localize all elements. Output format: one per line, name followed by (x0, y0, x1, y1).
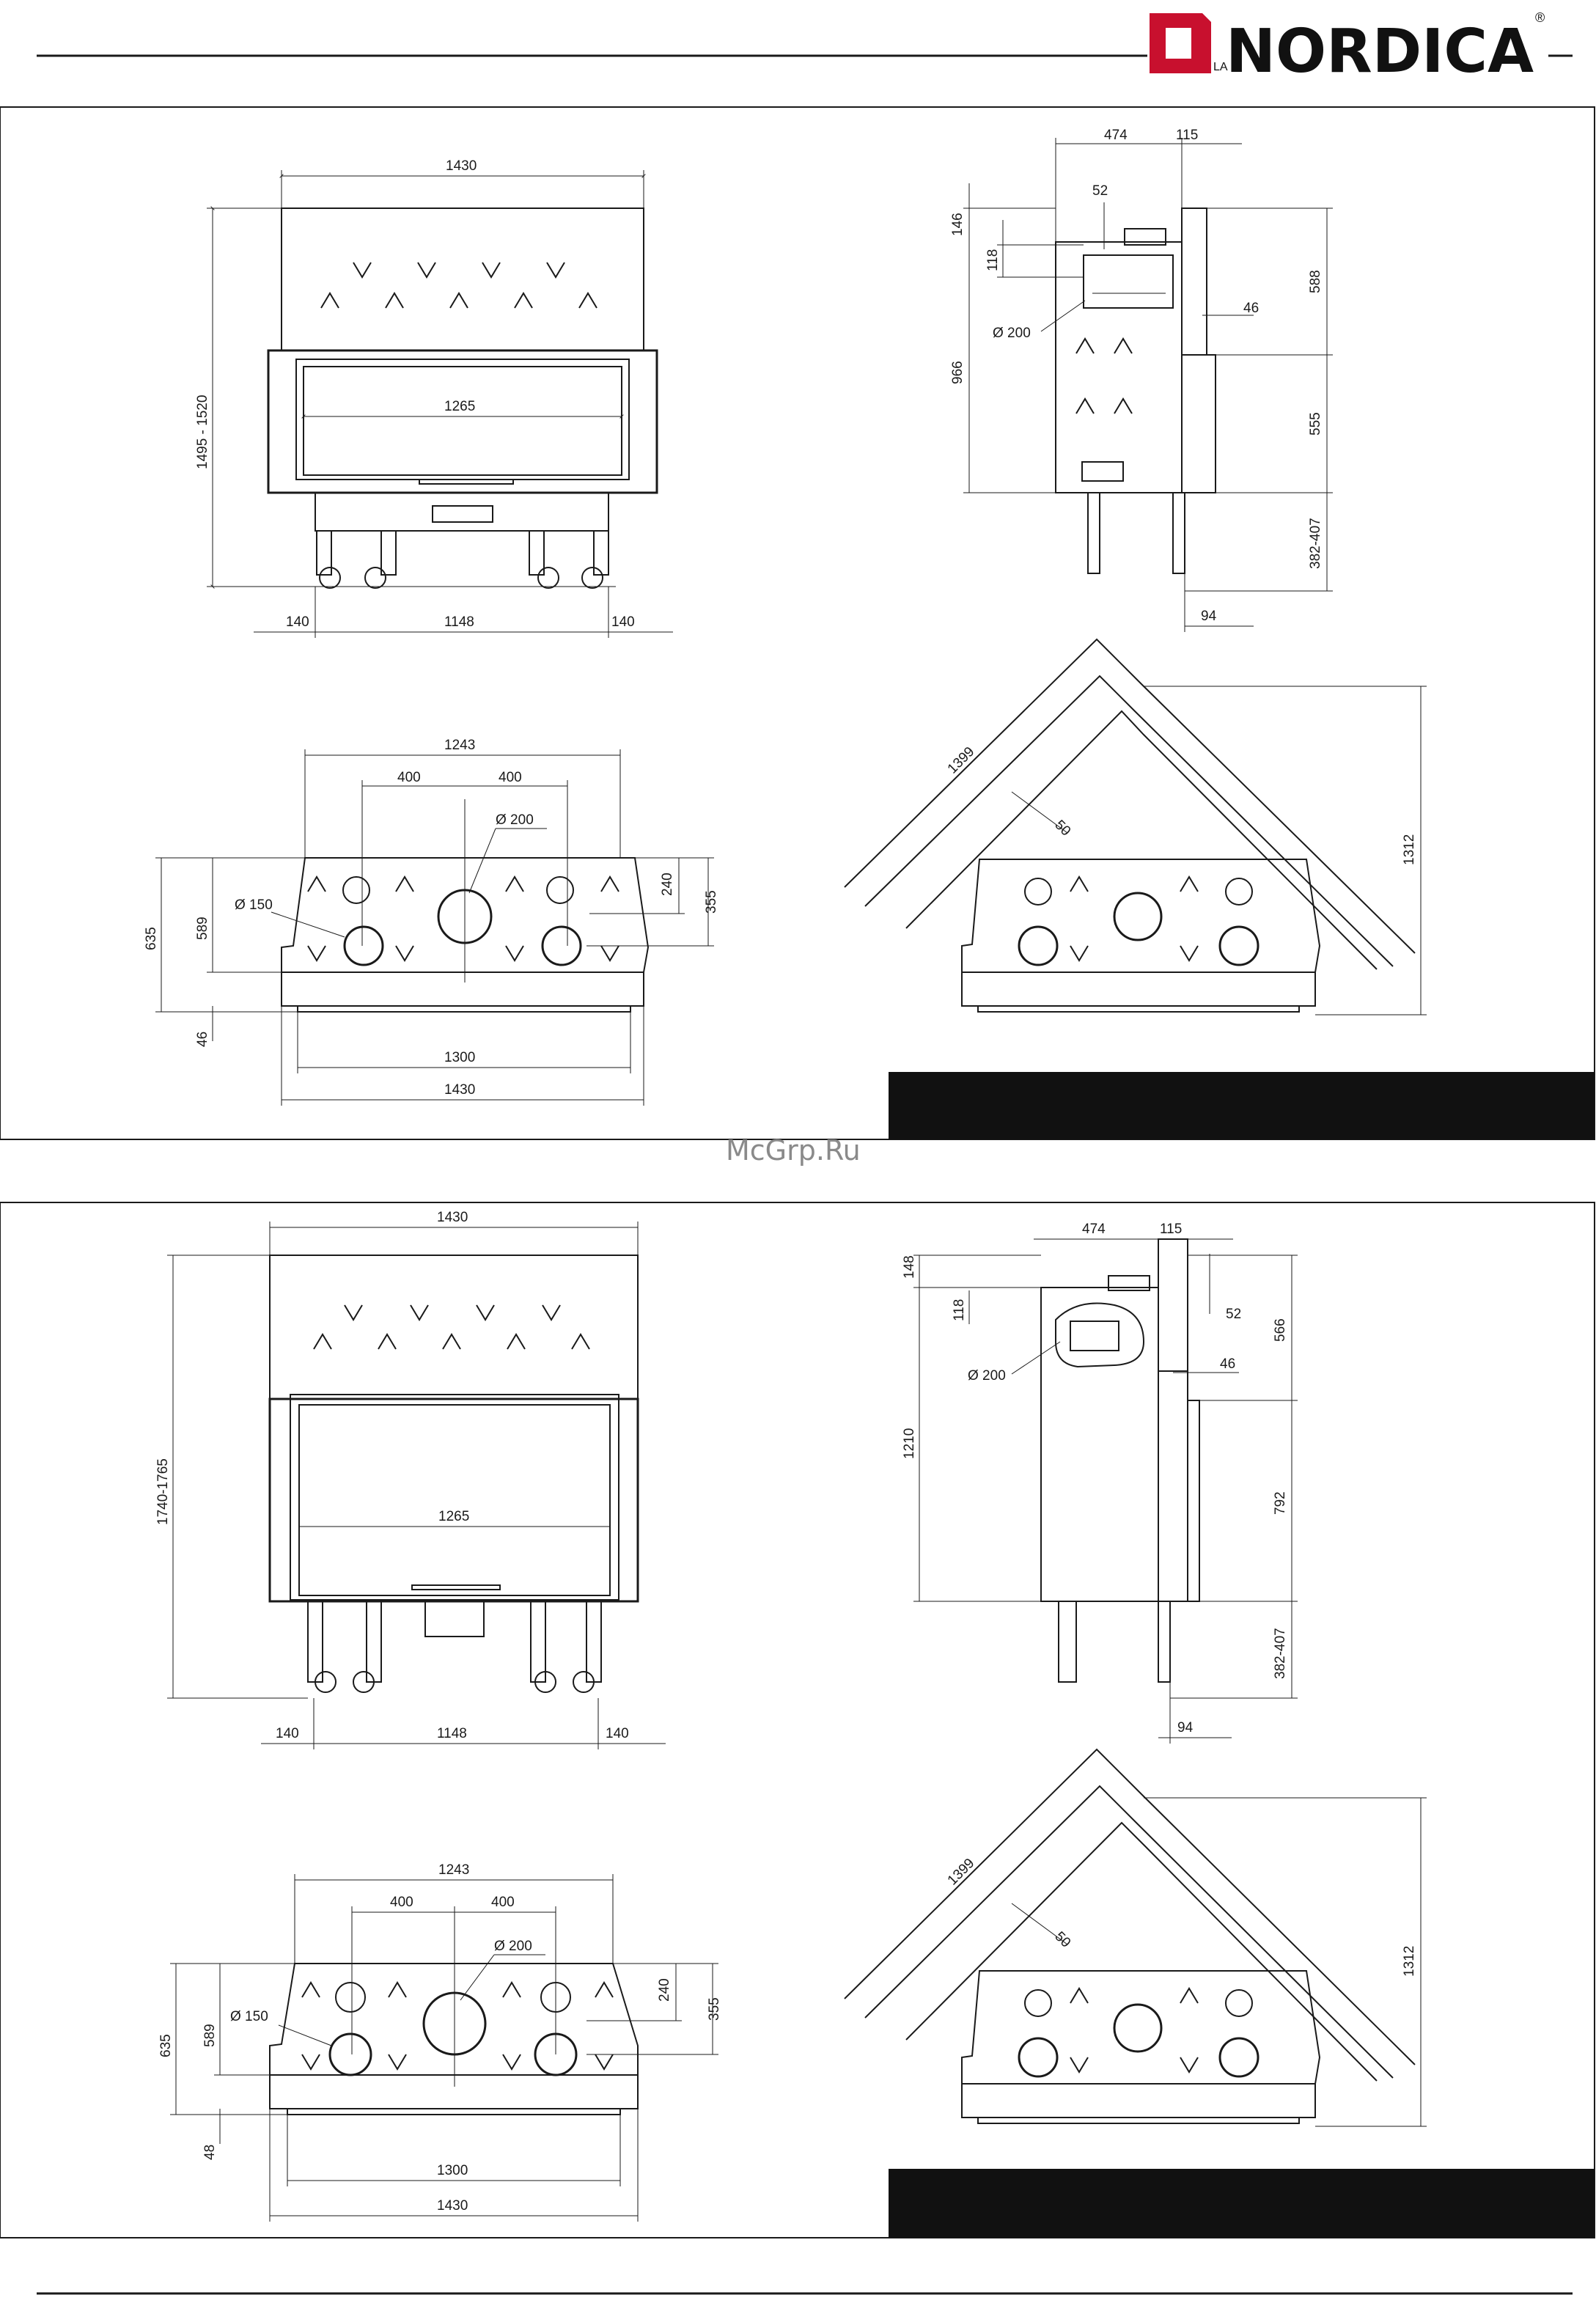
p2-side-lower: 792 (1273, 1491, 1288, 1515)
p1-plan-frame: 46 (195, 1032, 210, 1047)
brand-prefix: LA (1213, 61, 1228, 73)
p1-plan-bottom-inner: 1300 (444, 1050, 475, 1065)
p2-side-foot: 94 (1177, 1720, 1194, 1735)
p2-side-top-offset: 52 (1226, 1307, 1241, 1322)
p1-plan-bottom-outer: 1430 (444, 1082, 475, 1098)
panel-1: 1430 1265 1495 - 1520 140 1148 140 (0, 106, 1595, 1140)
p1-side-depth: 474 (1104, 128, 1128, 143)
panel-2-frame (0, 1202, 1595, 2238)
p2-front-width-top: 1430 (437, 1210, 468, 1225)
p1-front-leg-span: 1148 (444, 614, 474, 630)
side-view: 474 115 52 148 118 Ø 200 1210 566 792 38… (902, 1222, 1298, 1744)
p2-plan-spacing-right: 400 (491, 1895, 515, 1910)
front-vent-pattern (320, 262, 597, 309)
p1-side-foot: 94 (1201, 609, 1217, 624)
p1-side-top-offset: 52 (1092, 183, 1108, 199)
front-vent-pattern (313, 1304, 590, 1350)
p2-side-depth: 474 (1082, 1222, 1106, 1237)
p1-plan-small-hole: Ø 150 (235, 897, 273, 913)
p1-plan-spacing-left: 400 (397, 770, 421, 785)
p2-side-flue: Ø 200 (968, 1368, 1006, 1384)
door-handle[interactable] (411, 1584, 501, 1590)
front-legs (307, 1601, 602, 1693)
p1-side-upper: 588 (1308, 270, 1323, 293)
p2-plan-big-hole: Ø 200 (494, 1939, 532, 1954)
p1-plan-depth-240: 240 (660, 873, 675, 896)
p2-front-leg-left: 140 (276, 1726, 299, 1741)
p2-front-height: 1740-1765 (155, 1458, 171, 1525)
brand-name: NORDICA (1226, 17, 1534, 87)
panel-1-frame (0, 106, 1595, 1140)
front-view: 1430 1265 1740-1765 140 1148 140 (155, 1210, 666, 1749)
p2-plan-spacing-left: 400 (390, 1895, 413, 1910)
p2-plan-depth-635: 635 (158, 2034, 174, 2057)
p1-front-height: 1495 - 1520 (195, 395, 210, 469)
header: LA NORDICA ® (37, 10, 1573, 87)
p2-front-glass-width: 1265 (438, 1509, 469, 1524)
side-view: 474 115 52 146 118 Ø 200 966 588 555 382… (950, 128, 1333, 632)
panel-1-banner (889, 1072, 1595, 1139)
p2-plan-small-hole: Ø 150 (230, 2009, 268, 2024)
p2-plan-depth-589: 589 (202, 2024, 218, 2047)
p1-side-legs: 382-407 (1308, 518, 1323, 569)
p2-side-body-height: 1210 (902, 1428, 917, 1459)
plan-view: 1243 400 400 Ø 200 Ø 150 240 355 635 589 (158, 1862, 722, 2222)
brand-logo: LA NORDICA ® (1150, 10, 1545, 87)
plan-vent-pattern (301, 1982, 614, 2070)
p2-plan-bottom-inner: 1300 (437, 2163, 468, 2178)
p1-side-flue: Ø 200 (993, 326, 1031, 341)
p1-plan-depth-355: 355 (704, 890, 719, 914)
p1-side-118: 118 (985, 249, 1001, 271)
p2-plan-inner-width: 1243 (438, 1862, 469, 1878)
p2-plan-bottom-outer: 1430 (437, 2198, 468, 2214)
p2-plan-depth-355: 355 (707, 1997, 722, 2021)
p1-front-glass-width: 1265 (444, 399, 475, 414)
flue-collar (1083, 254, 1174, 309)
p1-side-lower: 555 (1308, 412, 1323, 436)
p1-side-146: 146 (950, 213, 966, 236)
front-view: 1430 1265 1495 - 1520 140 1148 140 (195, 158, 673, 638)
p1-plan-depth-635: 635 (144, 927, 159, 950)
p1-corner-depth: 1312 (1402, 834, 1417, 865)
p2-side-upper: 566 (1273, 1318, 1288, 1342)
p2-front-leg-span: 1148 (437, 1726, 467, 1741)
p2-side-back: 115 (1160, 1222, 1182, 1237)
p2-side-legs: 382-407 (1273, 1628, 1288, 1679)
p2-side-offset-46: 46 (1220, 1356, 1235, 1372)
watermark: McGrp.Ru (726, 1134, 861, 1167)
p1-plan-big-hole: Ø 200 (496, 812, 534, 828)
corner-view: 1312 1399 50 (844, 638, 1427, 1015)
p2-side-118: 118 (952, 1299, 967, 1321)
p1-side-back: 115 (1176, 128, 1198, 143)
door-handle[interactable] (419, 479, 514, 485)
p1-corner-gap: 50 (1051, 818, 1073, 840)
p1-plan-inner-width: 1243 (444, 738, 475, 753)
flue-collar (1055, 1302, 1145, 1368)
p1-side-offset-46: 46 (1243, 301, 1259, 316)
p1-plan-spacing-right: 400 (499, 770, 522, 785)
side-vent-pattern (1075, 338, 1133, 414)
p1-front-width-top: 1430 (446, 158, 477, 174)
p2-plan-depth-240: 240 (657, 1978, 672, 2002)
p2-plan-frame: 48 (202, 2145, 218, 2160)
p1-side-body-height: 966 (950, 361, 966, 384)
p1-front-leg-right: 140 (611, 614, 635, 630)
panel-2: 1430 1265 1740-1765 140 1148 140 (0, 1202, 1595, 2238)
front-legs (308, 530, 616, 589)
corner-view: 1312 1399 50 (844, 1748, 1427, 2127)
p2-front-leg-right: 140 (606, 1726, 629, 1741)
plan-view: 1243 400 400 Ø 200 Ø 150 240 355 635 589 (144, 738, 719, 1106)
p2-side-146: 148 (902, 1255, 917, 1279)
p2-corner-gap: 50 (1051, 1929, 1073, 1951)
registered-mark: ® (1535, 10, 1545, 25)
p1-front-leg-left: 140 (286, 614, 309, 630)
corner-vent-pattern (1070, 876, 1199, 961)
corner-vent-pattern (1070, 1988, 1199, 2073)
panel-2-banner (889, 2169, 1595, 2238)
p1-plan-depth-589: 589 (195, 917, 210, 940)
p2-corner-depth: 1312 (1402, 1946, 1417, 1977)
